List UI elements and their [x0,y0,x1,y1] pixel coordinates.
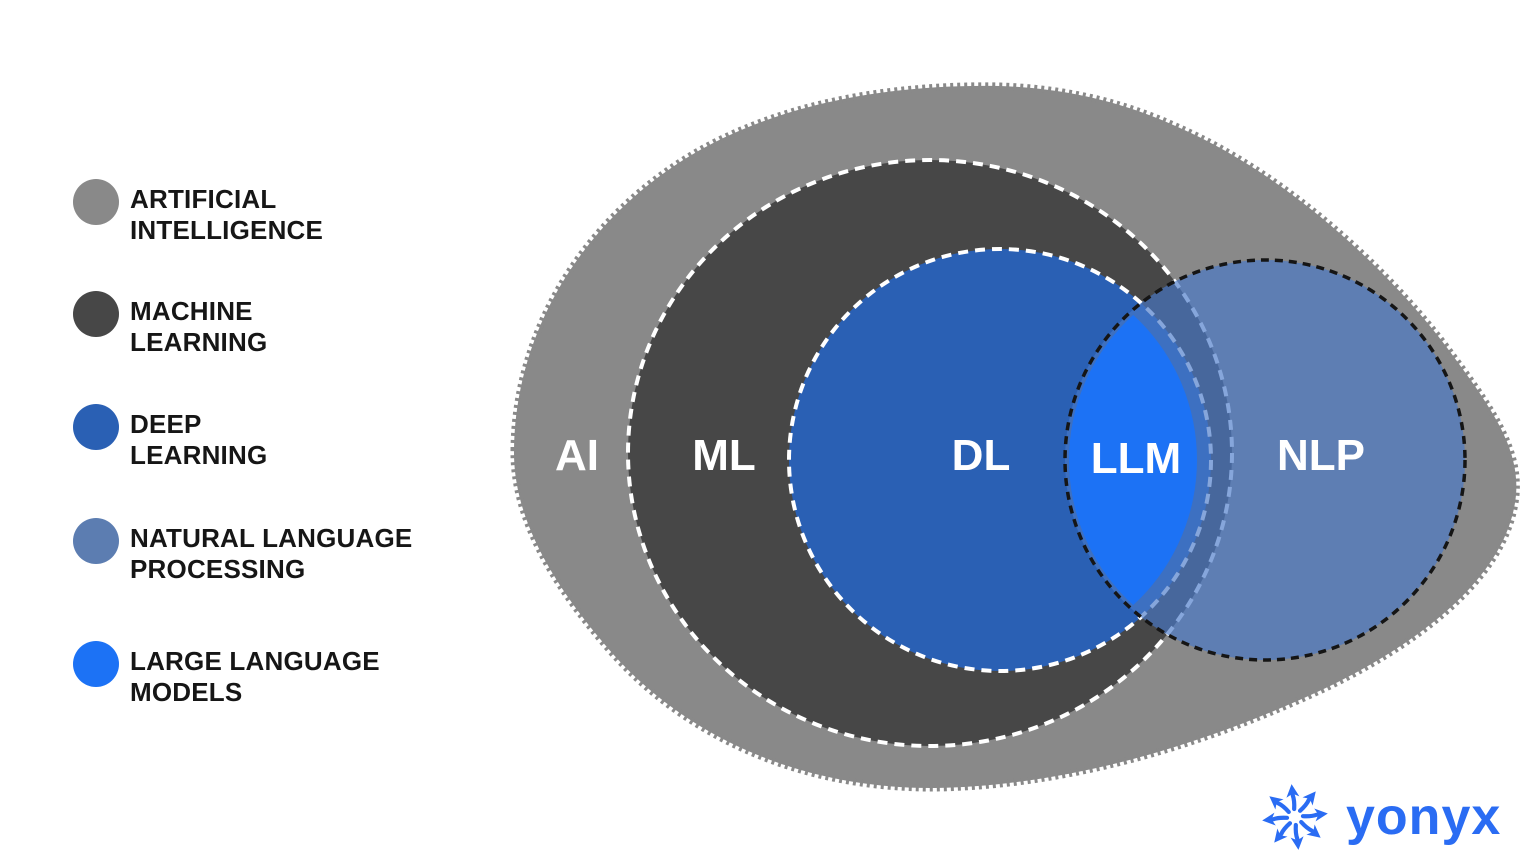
legend-label: MACHINE LEARNING [130,291,267,358]
legend-label-line1: MACHINE [130,296,253,326]
legend-label-line2: LEARNING [130,327,268,357]
legend-label: LARGE LANGUAGE MODELS [130,641,380,708]
legend-item-deep-learning: DEEP LEARNING [73,404,267,471]
llm-label: LLM [1091,434,1181,483]
legend-label-line1: ARTIFICIAL [130,184,277,214]
dl-swatch-icon [73,404,119,450]
llm-swatch-icon [73,641,119,687]
legend-item-large-language-models: LARGE LANGUAGE MODELS [73,641,380,708]
ai-swatch-icon [73,179,119,225]
legend-item-machine-learning: MACHINE LEARNING [73,291,267,358]
yonyx-wordmark: yonyx [1346,788,1502,846]
nlp-label: NLP [1277,431,1365,480]
ai-label: AI [555,431,599,480]
legend-label-line2: INTELLIGENCE [130,215,324,245]
legend-label-line2: PROCESSING [130,554,306,584]
yonyx-logo: yonyx [1258,780,1501,854]
legend-item-artificial-intelligence: ARTIFICIAL INTELLIGENCE [73,179,323,246]
ml-label: ML [692,431,756,480]
legend-label-line1: NATURAL LANGUAGE [130,523,413,553]
legend-label: NATURAL LANGUAGE PROCESSING [130,518,412,585]
legend-item-natural-language-processing: NATURAL LANGUAGE PROCESSING [73,518,412,585]
legend-label: DEEP LEARNING [130,404,267,471]
llm-region [1069,264,1197,656]
legend-label-line1: DEEP [130,409,202,439]
legend-label-line1: LARGE LANGUAGE [130,646,380,676]
ml-swatch-icon [73,291,119,337]
nlp-swatch-icon [73,518,119,564]
legend-label: ARTIFICIAL INTELLIGENCE [130,179,323,246]
dl-label: DL [952,431,1011,480]
yonyx-asterisk-icon [1262,784,1328,850]
legend-label-line2: MODELS [130,677,243,707]
legend-label-line2: LEARNING [130,440,268,470]
